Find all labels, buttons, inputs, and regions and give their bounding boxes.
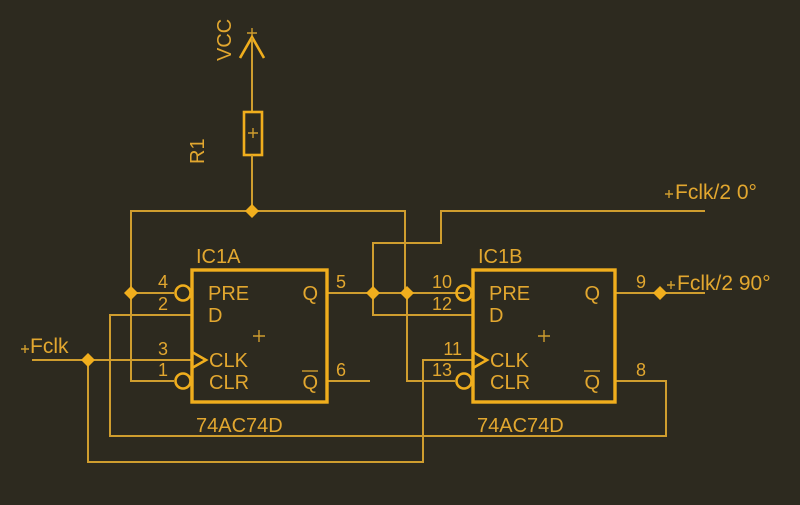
ic-part-label: 74AC74D	[196, 415, 283, 437]
pin-number: 5	[336, 272, 346, 292]
clock-triangle-icon	[191, 350, 209, 370]
ic-ref-label: IC1B	[478, 246, 522, 268]
resistor-r1: R1	[187, 110, 264, 211]
junction-dot	[366, 286, 380, 300]
inversion-bubble-icon	[455, 284, 473, 302]
pin-number: 9	[636, 272, 646, 292]
net-wires	[32, 210, 705, 463]
pin-name-clr: CLR	[490, 372, 530, 394]
pin-number: 3	[158, 339, 168, 359]
net-label-text: Fclk/2 0°	[675, 181, 757, 204]
pin-number: 2	[158, 294, 168, 314]
pin-number: 6	[336, 360, 346, 380]
net-label-fclk2-90deg: Fclk/2 90°	[667, 272, 771, 295]
wire-segment	[87, 359, 473, 463]
net-label-text: Fclk/2 90°	[677, 272, 771, 295]
wire-segment	[406, 293, 455, 382]
ic-body	[190, 268, 329, 404]
pin-number: 10	[432, 272, 452, 292]
wire-segment	[372, 210, 705, 293]
net-label-text: Fclk	[30, 335, 69, 358]
junction-dot	[81, 353, 95, 367]
junction-dots	[81, 204, 667, 367]
inversion-bubble-icon	[455, 372, 473, 390]
pin-number: 12	[432, 294, 452, 314]
pin-name-q: Q	[584, 283, 600, 305]
clock-triangle-icon	[472, 350, 490, 370]
ic-body	[471, 268, 617, 404]
pin-name-clr: CLR	[209, 372, 249, 394]
flipflop-ic1a: IC1A 74AC74D PRE D CLK CLR Q Q 4 2 3 1 5…	[158, 246, 346, 437]
pin-name-d: D	[489, 305, 503, 327]
junction-dot	[653, 286, 667, 300]
origin-cross-icon	[667, 281, 675, 289]
pin-number: 13	[432, 360, 452, 380]
origin-cross-icon	[21, 345, 29, 353]
pin-name-pre: PRE	[489, 283, 530, 305]
ic-ref-label: IC1A	[196, 246, 241, 268]
pin-number: 8	[636, 360, 646, 380]
pin-number: 11	[443, 339, 462, 359]
origin-cross-icon	[665, 190, 673, 198]
pin-number: 1	[158, 360, 168, 380]
net-label-fclk2-0deg: Fclk/2 0°	[665, 181, 757, 204]
pin-name-qbar: Q	[584, 372, 600, 394]
resistor-ref-label: R1	[187, 138, 209, 164]
vcc-label: VCC	[214, 19, 236, 61]
junction-dot	[245, 204, 259, 218]
origin-cross-icon	[248, 128, 258, 138]
pin-name-clk: CLK	[209, 350, 249, 372]
pin-name-pre: PRE	[208, 283, 249, 305]
pin-name-qbar: Q	[302, 372, 318, 394]
wire-segment	[130, 210, 406, 382]
pin-name-q: Q	[302, 283, 318, 305]
pin-name-d: D	[208, 305, 222, 327]
vcc-arrow-icon	[238, 34, 266, 59]
inversion-bubble-icon	[174, 372, 192, 390]
junction-dot	[124, 286, 138, 300]
vcc-power-symbol: VCC	[214, 19, 266, 112]
origin-cross-icon	[538, 330, 550, 342]
flipflop-ic1b: IC1B 74AC74D PRE D CLK CLR Q Q 10 12 11 …	[432, 246, 646, 437]
wire-segment	[372, 293, 473, 316]
junction-dot	[400, 286, 414, 300]
origin-cross-icon	[253, 330, 265, 342]
pin-name-clk: CLK	[490, 350, 530, 372]
ic-part-label: 74AC74D	[477, 415, 564, 437]
inversion-bubble-icon	[174, 284, 192, 302]
pin-number: 4	[158, 272, 168, 292]
wire-segment	[109, 314, 667, 437]
net-label-fclk: Fclk	[21, 335, 69, 358]
